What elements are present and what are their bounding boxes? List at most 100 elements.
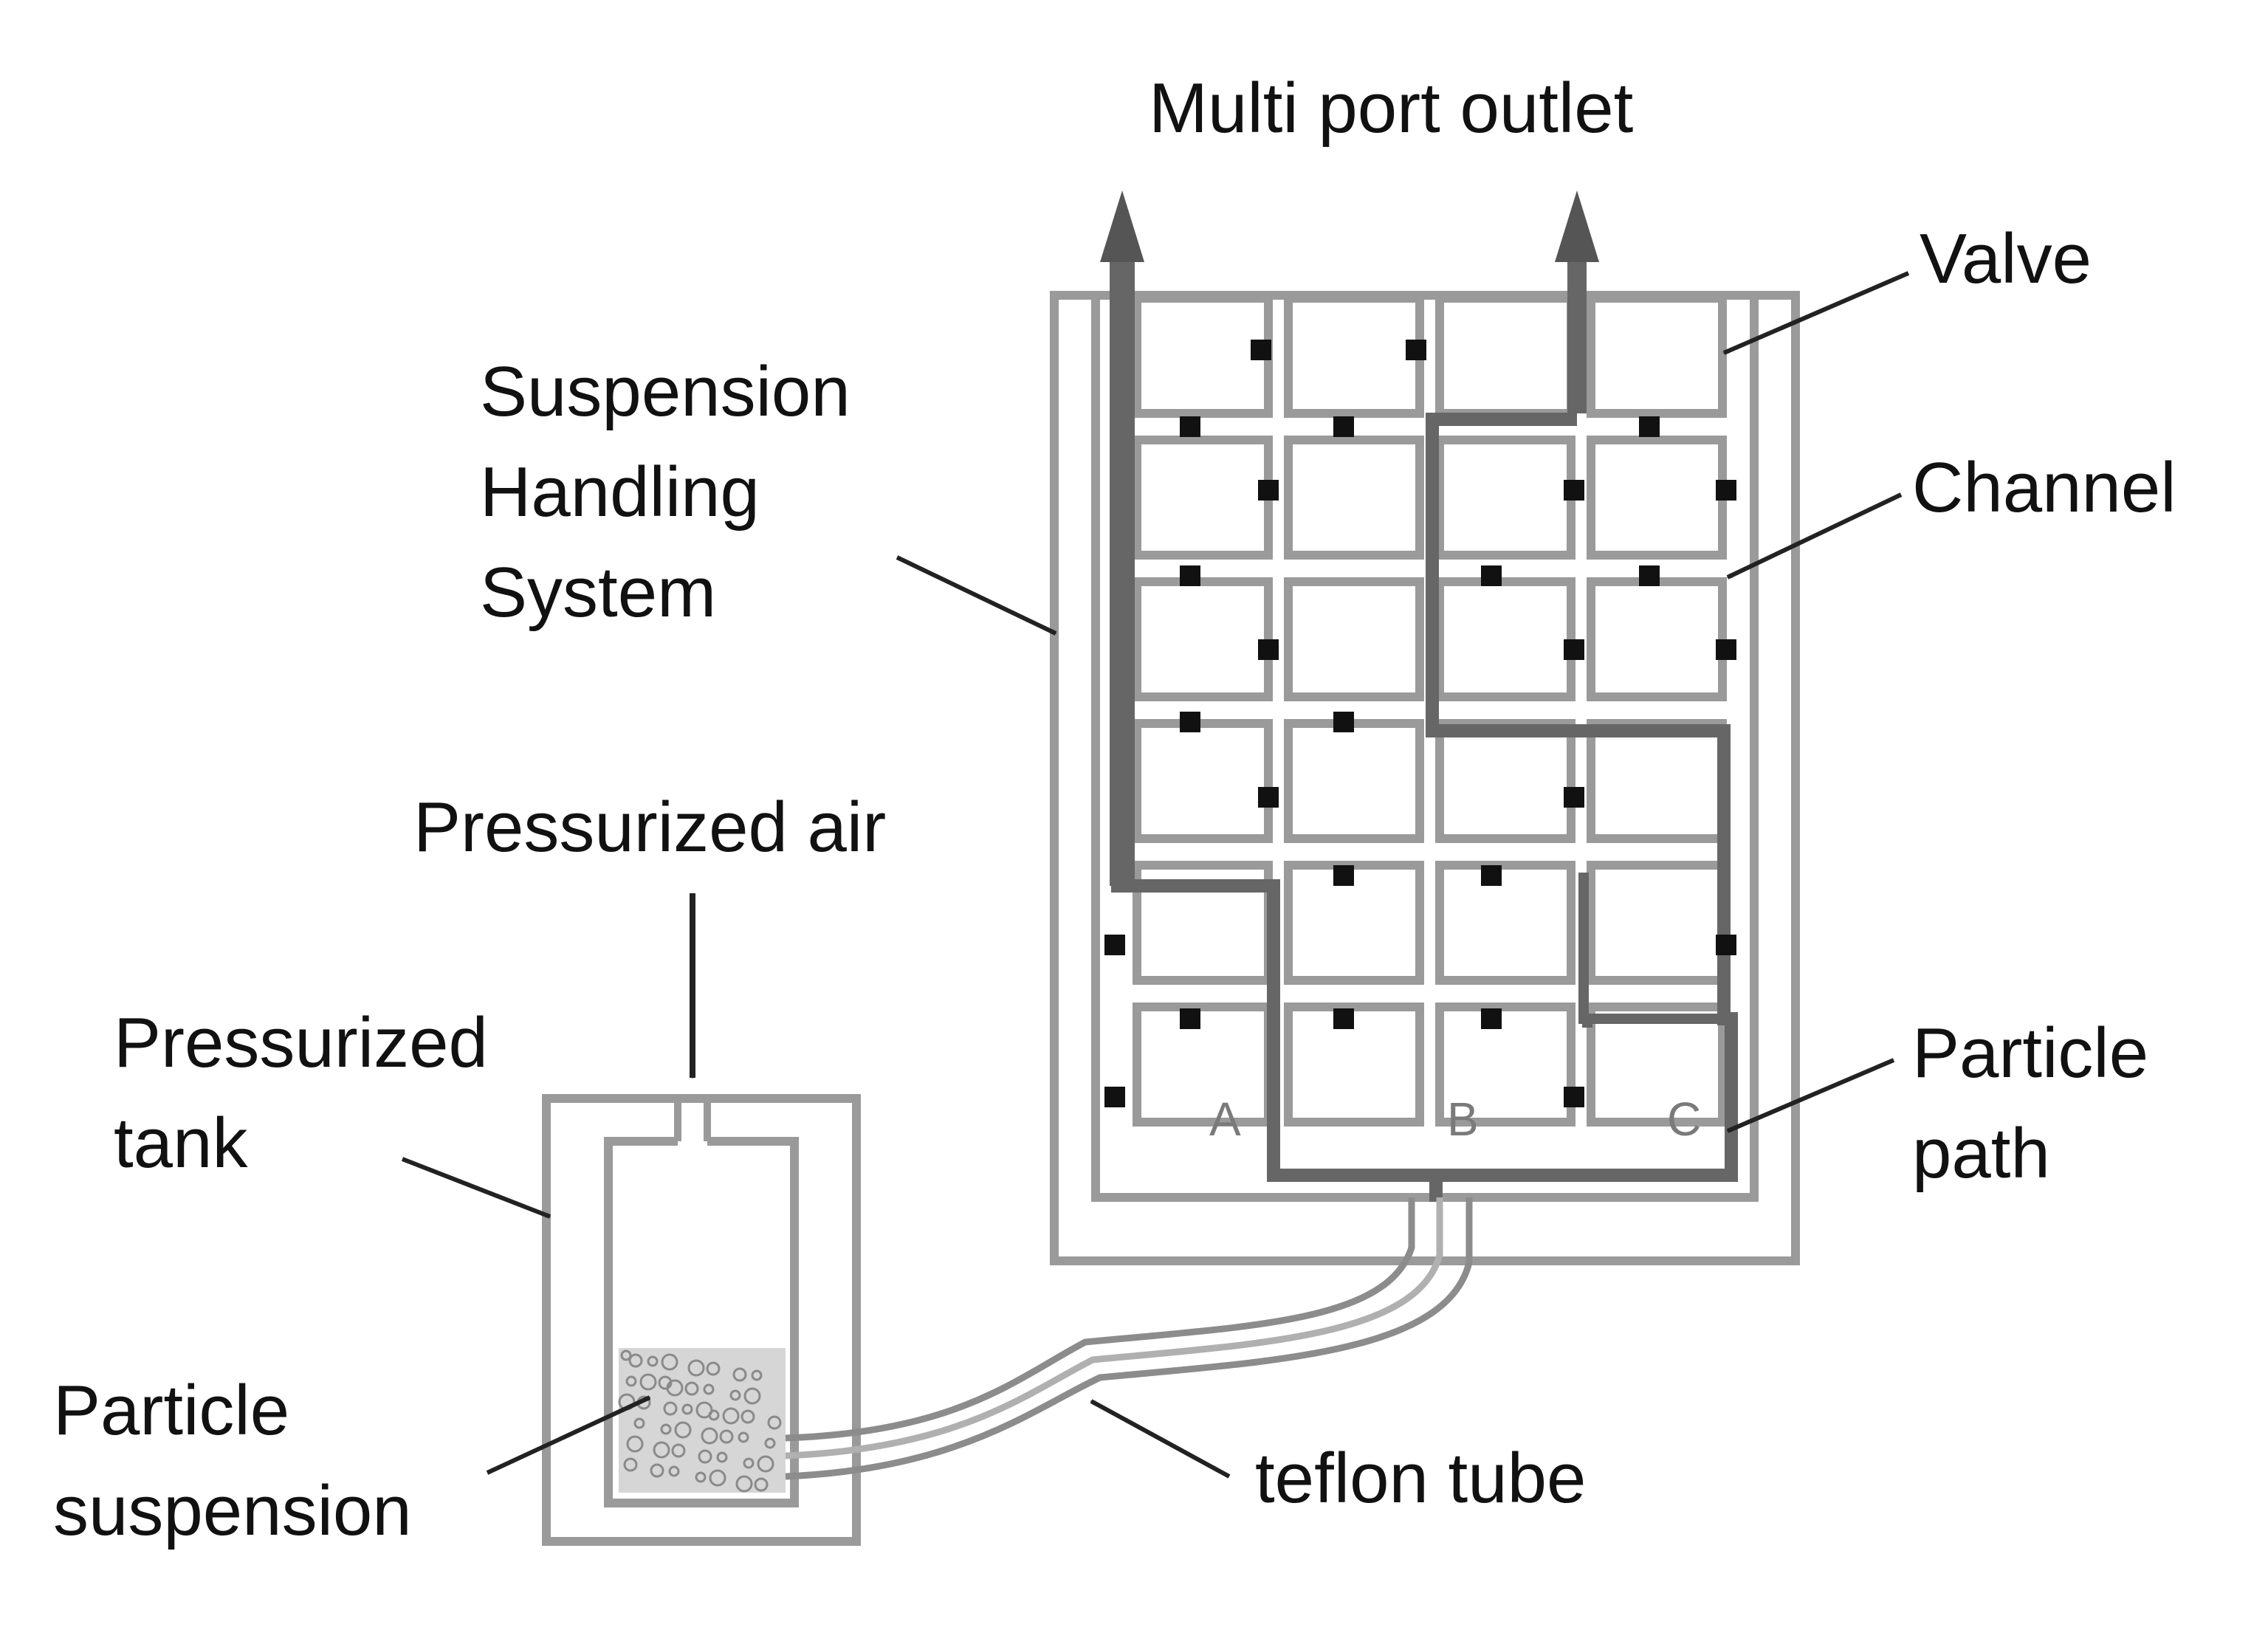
particle-dot-16 <box>751 1369 763 1381</box>
valve-dot-3 <box>1180 416 1200 437</box>
valve-dot-27 <box>1564 1087 1584 1107</box>
system-housing-inner <box>1091 291 1759 1202</box>
pressurized-tank-label-line2: tank <box>114 1104 248 1183</box>
valve-dot-5 <box>1639 416 1660 437</box>
particle-dot-33 <box>653 1441 670 1459</box>
valve-dot-1 <box>1251 340 1271 360</box>
valve-dot-24 <box>1333 1008 1354 1029</box>
valve-dot-8 <box>1716 480 1736 501</box>
chamber-cell-r5-c4 <box>1587 861 1727 985</box>
particle-dot-40 <box>625 1375 637 1387</box>
valve-dot-7 <box>1564 480 1584 501</box>
particle-dot-9 <box>626 1435 644 1453</box>
particle-dot-11 <box>706 1361 721 1376</box>
particle-dot-26 <box>684 1381 699 1396</box>
valve-dot-20 <box>1481 865 1502 886</box>
chamber-cell-r1-c4 <box>1587 294 1727 418</box>
particle-dot-22 <box>681 1403 693 1415</box>
chamber-cell-r5-c3 <box>1435 861 1575 985</box>
particle-dot-35 <box>732 1367 747 1382</box>
valve-dot-4 <box>1333 416 1354 437</box>
valve-dot-2 <box>1406 340 1426 360</box>
particle-dot-45 <box>666 1379 684 1397</box>
chamber-cell-r6-c1 <box>1133 1003 1273 1127</box>
particle-dot-28 <box>764 1437 776 1449</box>
channel-leader <box>1726 492 1903 580</box>
particle-dot-25 <box>647 1355 659 1367</box>
chamber-cell-r2-c3 <box>1435 436 1575 560</box>
valve-dot-26 <box>1104 1087 1125 1107</box>
valve-dot-25 <box>1481 1008 1502 1029</box>
particle-dot-31 <box>729 1389 741 1401</box>
particle-dot-14 <box>671 1443 686 1458</box>
system-leader <box>896 555 1057 636</box>
particle-dot-23 <box>719 1429 734 1444</box>
chamber-cell-r2-c4 <box>1587 436 1727 560</box>
chamber-grid <box>1133 294 1727 1127</box>
suspension-handling-system-label-line1: Suspension <box>480 352 850 431</box>
valve-dot-17 <box>1258 787 1279 808</box>
valve-dot-18 <box>1564 787 1584 808</box>
particle-path-b <box>1426 413 1738 1182</box>
suspension-leader <box>486 1395 651 1475</box>
particle-path-c <box>1578 873 1728 1028</box>
chamber-cell-r1-c2 <box>1284 294 1424 418</box>
particle-dot-5 <box>623 1457 638 1472</box>
particle-dot-27 <box>722 1407 740 1425</box>
particle-dot-46 <box>708 1409 720 1421</box>
valve-dot-11 <box>1639 565 1660 586</box>
particle-dot-7 <box>703 1383 715 1395</box>
particle-dot-12 <box>743 1387 761 1405</box>
valve-dot-14 <box>1716 639 1736 660</box>
chamber-cell-r2-c2 <box>1284 436 1424 560</box>
tank-inner <box>604 1137 799 1507</box>
valve-dot-15 <box>1180 712 1200 732</box>
valve-dot-10 <box>1481 565 1502 586</box>
tank-outer <box>542 1094 861 1546</box>
teflon-tube-label: teflon tube <box>1255 1439 1587 1518</box>
chamber-cell-r3-c3 <box>1435 577 1575 701</box>
valve-dot-16 <box>1333 712 1354 732</box>
valve-dot-12 <box>1258 639 1279 660</box>
particle-dot-34 <box>695 1471 707 1483</box>
particle-dot-8 <box>740 1409 755 1424</box>
chamber-cell-r6-c3 <box>1435 1003 1575 1127</box>
chamber-cell-r3-c1 <box>1133 577 1273 701</box>
particle-dot-10 <box>668 1465 680 1477</box>
channel-label: Channel <box>1912 448 2176 527</box>
valve-dot-9 <box>1180 565 1200 586</box>
particle-dot-43 <box>743 1457 755 1469</box>
particle-path-leader <box>1726 1058 1895 1133</box>
valve-dots <box>1104 340 1736 1107</box>
particle-dot-41 <box>663 1401 678 1416</box>
particle-dot-15 <box>709 1469 726 1487</box>
particle-dot-6 <box>661 1353 678 1371</box>
particle-dot-32 <box>767 1415 782 1430</box>
tank-leader <box>401 1157 551 1219</box>
particle-dot-38 <box>698 1449 712 1464</box>
particle-dot-39 <box>735 1475 753 1493</box>
chamber-cell-r1-c1 <box>1133 294 1273 418</box>
particle-dot-1 <box>620 1349 632 1361</box>
chamber-cell-r4-c1 <box>1133 719 1273 843</box>
valve-label: Valve <box>1920 219 2092 298</box>
cell-label-a: A <box>1209 1093 1241 1146</box>
chamber-cell-r6-c4 <box>1587 1003 1727 1127</box>
valve-dot-13 <box>1564 639 1584 660</box>
particle-dot-24 <box>757 1455 774 1473</box>
particle-dot-19 <box>716 1451 728 1463</box>
chamber-cell-r4-c3 <box>1435 719 1575 843</box>
particle-path-label-line2: path <box>1912 1114 2050 1193</box>
chamber-cell-r4-c2 <box>1284 719 1424 843</box>
particle-dot-42 <box>701 1427 718 1445</box>
multi-port-outlet-label: Multi port outlet <box>1149 69 1634 148</box>
teflon-tube <box>785 1197 1473 1480</box>
particle-path-label-line1: Particle <box>1912 1014 2149 1093</box>
particle-texture <box>618 1349 782 1493</box>
suspension-handling-system-label-line3: System <box>480 553 717 632</box>
particle-dot-29 <box>650 1463 664 1478</box>
pressurized-tank-label-line1: Pressurized <box>114 1003 488 1082</box>
valve-dot-6 <box>1258 480 1279 501</box>
particle-dot-37 <box>660 1423 672 1435</box>
